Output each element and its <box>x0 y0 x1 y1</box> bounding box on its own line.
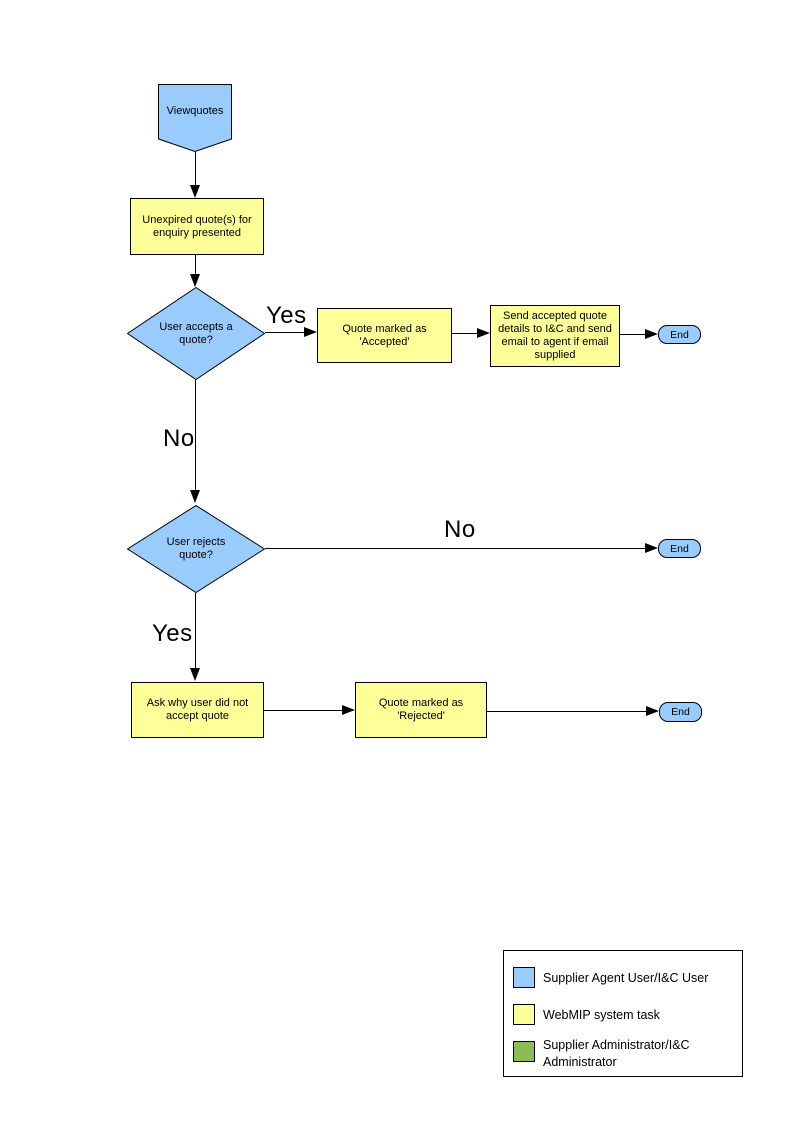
arrow-head-right <box>342 705 355 715</box>
arrow-head-right <box>477 328 490 338</box>
end-label: End <box>671 706 690 718</box>
end-node-no-reject: End <box>658 539 701 558</box>
edge-start-present-line <box>195 152 196 186</box>
present-quotes-label: Unexpired quote(s) for enquiry presented <box>142 213 252 239</box>
send-details-label: Send accepted quote details to I&C and s… <box>498 310 612 361</box>
arrow-head-right <box>645 329 658 339</box>
accept-decision-label: User accepts a quote? <box>159 320 233 346</box>
edge-label-accept-no: No <box>163 425 195 452</box>
edge-reject-yes-line <box>195 593 196 668</box>
diamond-shape <box>127 505 265 593</box>
diamond-shape <box>127 287 265 380</box>
edge-send-end-line <box>620 334 646 335</box>
arrow-head-right <box>304 327 317 337</box>
edge-rejected-end-line <box>487 711 647 712</box>
edge-present-accept-line <box>195 255 196 275</box>
legend-swatch-admin <box>513 1041 535 1062</box>
legend-label-system: WebMIP system task <box>543 1008 660 1022</box>
edge-accepted-send-line <box>452 333 478 334</box>
arrow-head-down <box>190 490 200 503</box>
end-node-accept: End <box>658 325 701 344</box>
arrow-head-down <box>190 668 200 681</box>
legend-label-user: Supplier Agent User/I&C User <box>543 971 709 985</box>
arrow-head-right <box>646 706 659 716</box>
start-node: Viewquotes <box>158 84 232 152</box>
edge-reject-no-line <box>265 548 646 549</box>
end-label: End <box>670 328 689 341</box>
mark-rejected-node: Quote marked as 'Rejected' <box>355 682 487 738</box>
edge-label-reject-yes: Yes <box>152 620 193 647</box>
legend-label-admin: Supplier Administrator/I&C Administrator <box>543 1038 690 1069</box>
edge-askwhy-rejected-line <box>264 710 343 711</box>
start-node-label: Viewquotes <box>166 105 224 117</box>
legend-swatch-user <box>513 967 535 988</box>
present-quotes-node: Unexpired quote(s) for enquiry presented <box>130 198 264 255</box>
reject-decision-label: User rejects quote? <box>166 536 226 561</box>
mark-rejected-label: Quote marked as 'Rejected' <box>378 697 464 722</box>
reject-decision-node: User rejects quote? <box>127 505 265 593</box>
legend-swatch-system <box>513 1004 535 1025</box>
edge-label-reject-no: No <box>444 516 476 543</box>
end-label: End <box>670 542 689 555</box>
edge-accept-no-line <box>195 380 196 491</box>
ask-why-node: Ask why user did not accept quote <box>131 682 264 738</box>
mark-accepted-node: Quote marked as 'Accepted' <box>317 308 452 363</box>
legend-box: Supplier Agent User/I&C User WebMIP syst… <box>503 950 743 1077</box>
arrow-head-right <box>645 543 658 553</box>
arrow-head-down <box>190 185 200 198</box>
ask-why-label: Ask why user did not accept quote <box>146 697 249 722</box>
edge-accept-yes-line <box>265 332 305 333</box>
edge-label-accept-yes: Yes <box>266 302 307 329</box>
mark-accepted-label: Quote marked as 'Accepted' <box>342 322 427 348</box>
accept-decision-node: User accepts a quote? <box>127 287 265 380</box>
pentagon-shape <box>158 84 232 152</box>
send-details-node: Send accepted quote details to I&C and s… <box>490 305 620 367</box>
end-node-reject: End <box>659 702 702 722</box>
arrow-head-down <box>190 274 200 287</box>
